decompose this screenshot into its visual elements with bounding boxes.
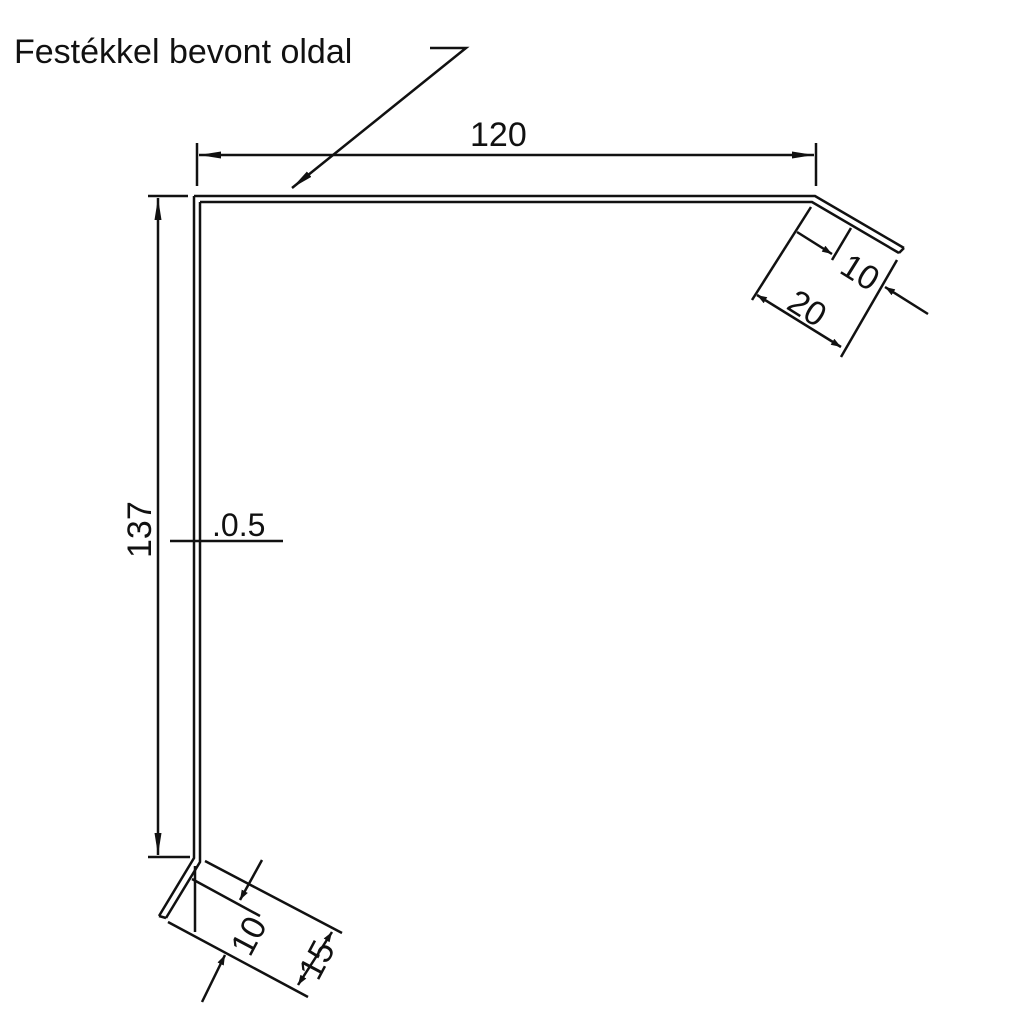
dimension-top-right: 10 20 [750, 206, 929, 358]
thickness-annotation: .0.5 [170, 507, 283, 543]
dimension-top-width: 120 [195, 116, 818, 186]
dimension-left-height: 137 [121, 194, 190, 859]
dimension-bottom-left: 10 15 [167, 859, 343, 1003]
dimension-bottom-left-10-label: 10 [224, 911, 275, 962]
dimension-bottom-left-15-label: 15 [292, 935, 343, 986]
coated-side-label: Festékkel bevont oldal [14, 33, 352, 71]
coated-side-leader [291, 46, 470, 189]
dimension-120-label: 120 [470, 116, 527, 154]
sheet-profile [157, 194, 905, 920]
dimension-top-right-20-label: 20 [781, 283, 833, 335]
dimension-137-label: 137 [121, 501, 159, 558]
thickness-label: .0.5 [212, 507, 265, 543]
